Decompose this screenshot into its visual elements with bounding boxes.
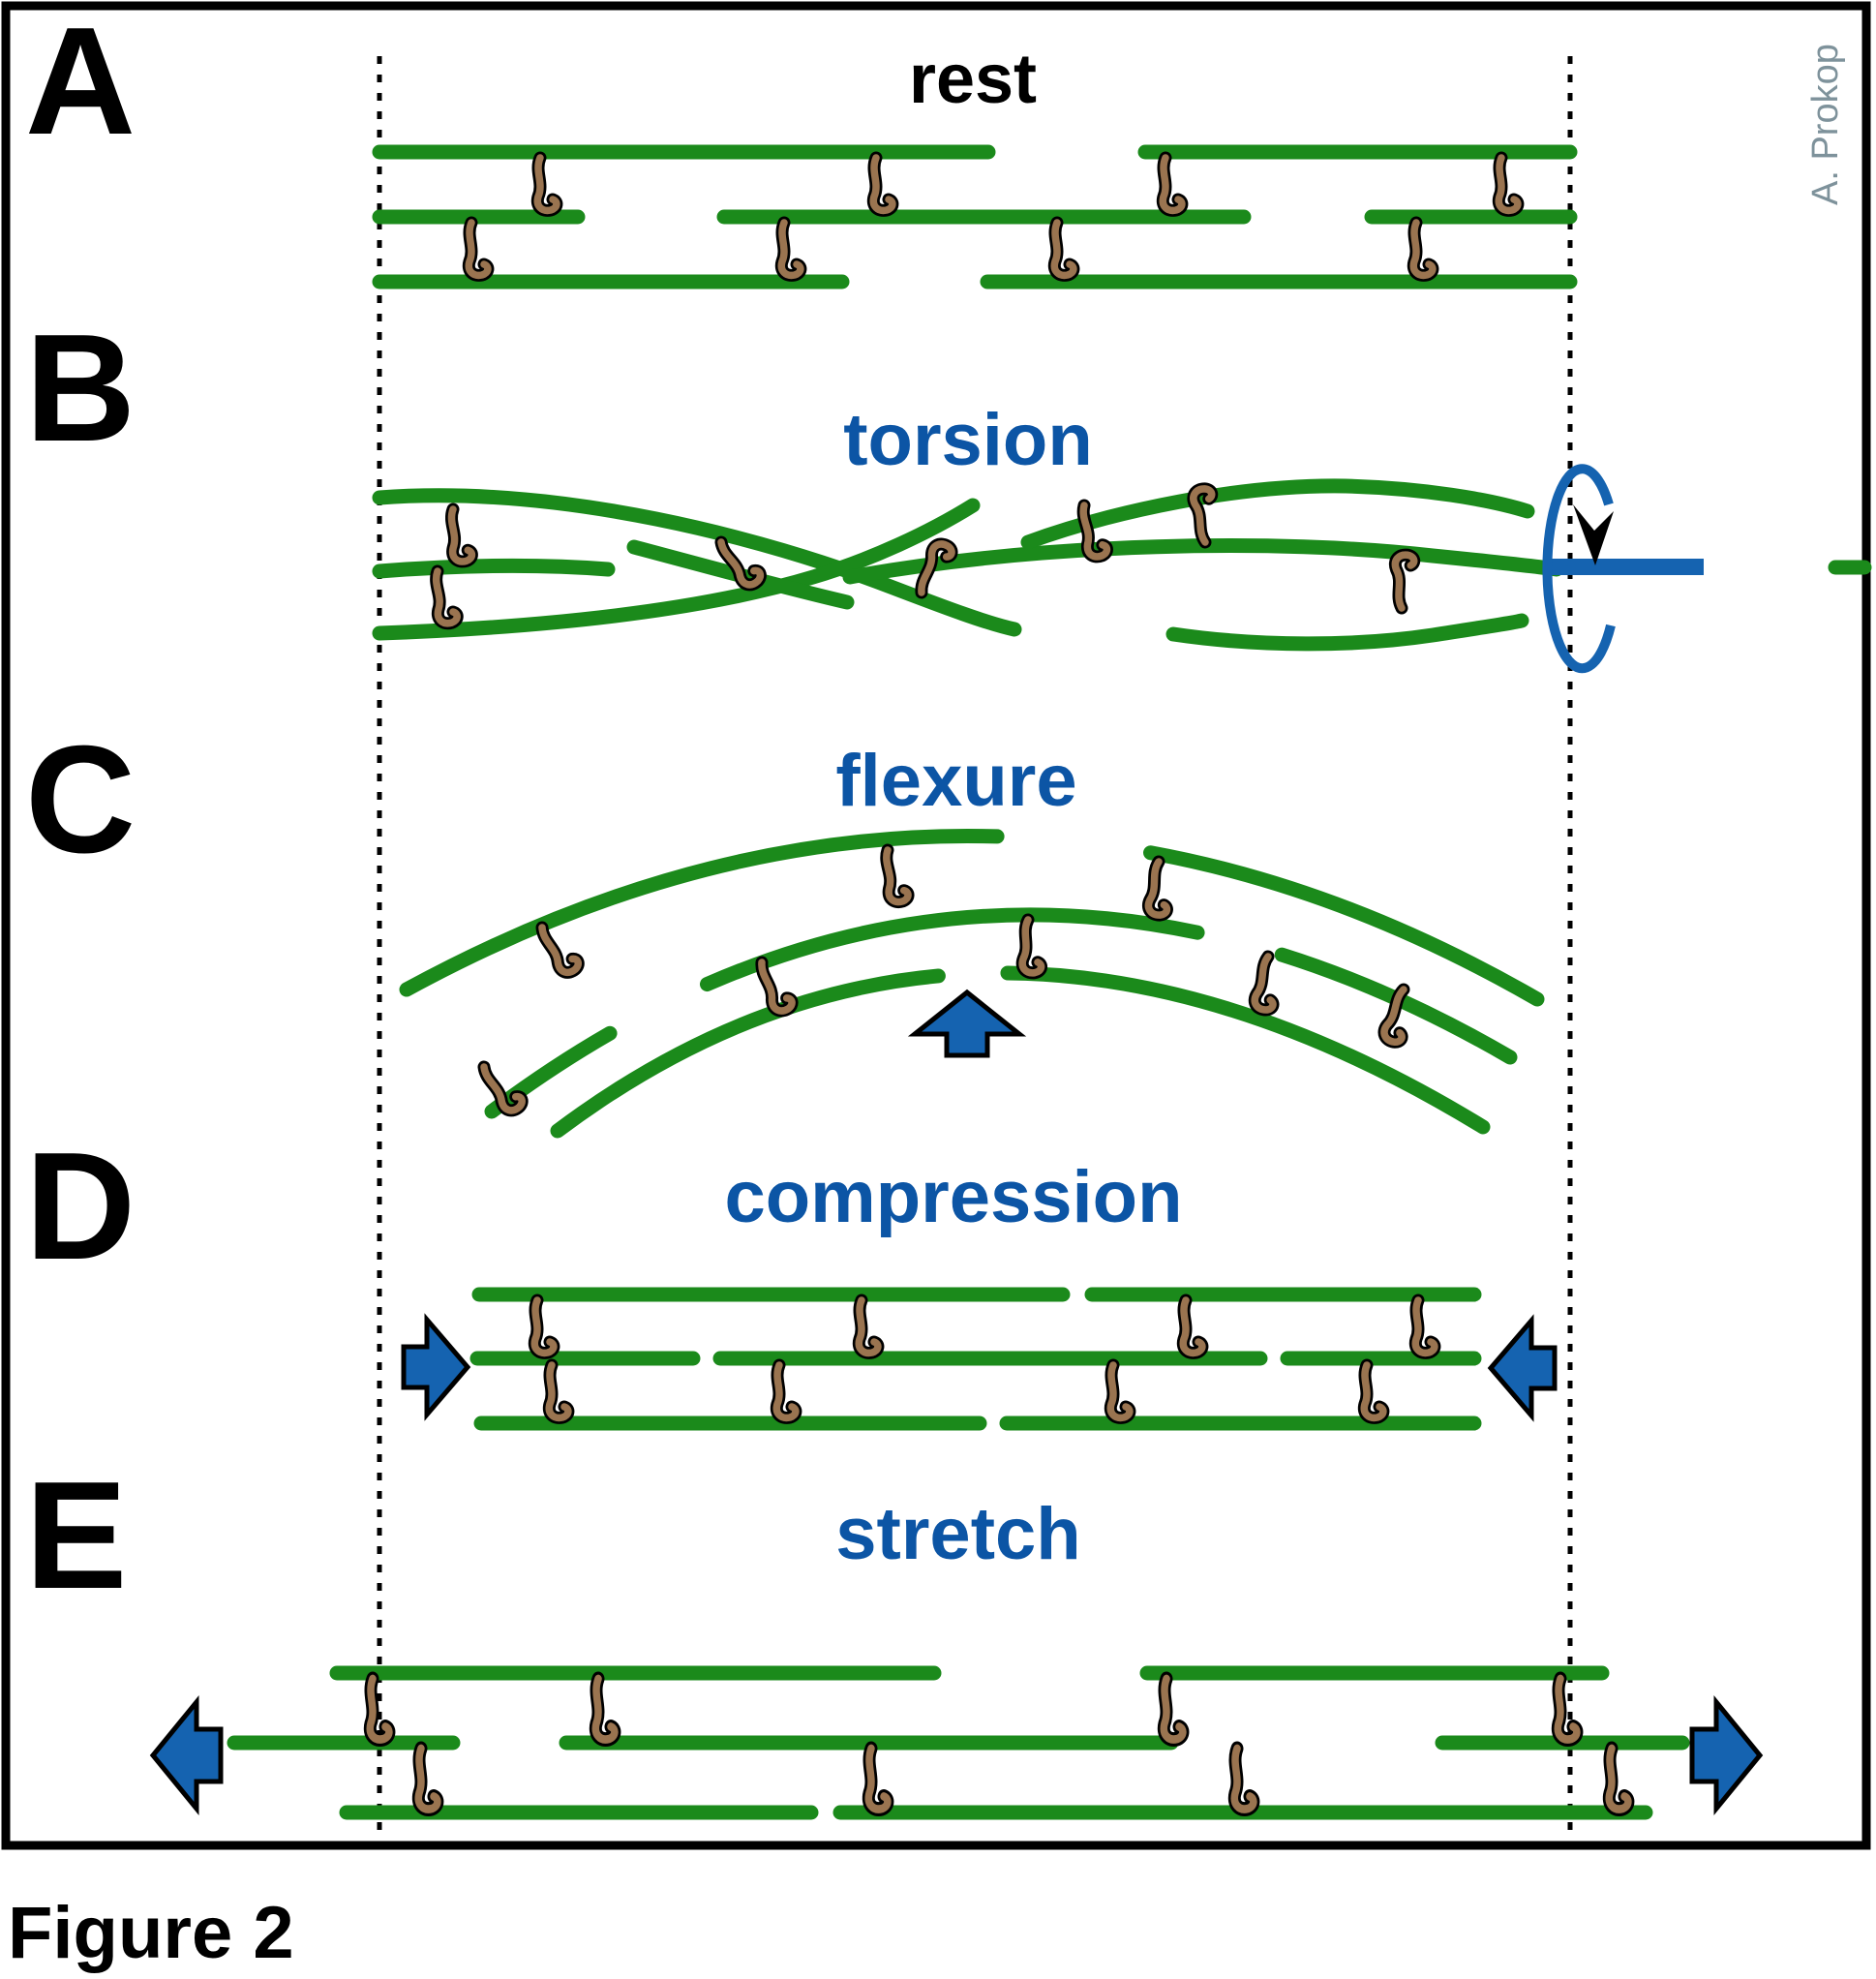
crosslinker-icon	[873, 158, 893, 210]
filament	[372, 498, 981, 641]
filament-bundle-rest	[372, 144, 1578, 289]
crosslinker-icon	[595, 1679, 615, 1740]
panel-e-stretch: E stretch	[25, 1450, 1764, 1820]
crosslinker-icon	[1110, 1365, 1130, 1417]
left-arrow-icon	[1487, 1314, 1558, 1422]
filament-bundle-compression	[469, 1287, 1482, 1431]
crosslinker-icon	[776, 1365, 796, 1417]
filament	[1020, 478, 1535, 550]
figure-caption: Figure 2	[8, 1892, 294, 1974]
crosslinker-icon	[1164, 1679, 1183, 1740]
rotation-circular-arrow-icon	[1542, 464, 1616, 674]
right-arrow-icon	[1689, 1694, 1764, 1816]
panel-letter-b: B	[25, 303, 136, 473]
right-arrow-icon	[401, 1313, 471, 1421]
panel-a-rest: A rest	[25, 0, 1578, 289]
filament-bundle-stretch	[227, 1665, 1690, 1820]
panel-letter-a: A	[25, 0, 136, 167]
crosslinker-icon	[450, 508, 471, 562]
crosslinker-icon	[537, 158, 557, 210]
panel-c-flexure: C flexure	[25, 715, 1545, 1139]
filament	[550, 965, 1491, 1139]
panel-label-rest: rest	[909, 41, 1037, 118]
filament-bundle-flexure	[399, 829, 1545, 1139]
figure-border	[1, 1, 1871, 1850]
crosslinker-icon	[534, 1300, 554, 1353]
crosslinker-icon	[868, 1749, 888, 1810]
rotation-arrowhead-icon	[1573, 504, 1614, 565]
panel-label-flexure: flexure	[835, 740, 1076, 822]
filament	[399, 829, 1545, 1007]
filament	[484, 907, 1518, 1119]
panel-letter-e: E	[25, 1450, 127, 1621]
crosslinker-icon	[1413, 223, 1433, 275]
crosslinker-icon	[1183, 1300, 1202, 1353]
panel-label-torsion: torsion	[843, 399, 1093, 481]
crosslinker-icon	[1192, 487, 1222, 542]
up-arrow-icon	[907, 989, 1027, 1058]
crosslinker-icon	[549, 1365, 568, 1417]
crosslinker-icon	[1147, 862, 1175, 917]
crosslinker-icon	[1253, 956, 1284, 1012]
panel-letter-c: C	[25, 715, 136, 885]
crosslinker-icon	[1234, 1749, 1254, 1810]
crosslinker-icon	[759, 958, 793, 1014]
filament	[842, 538, 1564, 585]
panel-letter-d: D	[25, 1121, 136, 1292]
panel-d-compression: D compression	[25, 1121, 1558, 1431]
crosslinker-icon	[1395, 554, 1418, 608]
panel-label-compression: compression	[724, 1156, 1182, 1238]
crosslinker-icon	[1054, 223, 1074, 275]
torsion-axis-bar	[1547, 559, 1704, 575]
crosslinker-icon	[859, 1300, 878, 1353]
crosslinker-icon	[1163, 158, 1182, 210]
crosslinker-icon	[469, 223, 488, 275]
crosslinker-icon	[540, 920, 581, 975]
panel-label-stretch: stretch	[835, 1493, 1080, 1575]
filament	[372, 558, 616, 579]
filament	[1165, 613, 1529, 652]
crosslinker-icon	[1558, 1679, 1577, 1740]
filament	[372, 488, 1022, 637]
crosslinker-icon	[1022, 920, 1044, 974]
torsion-rotation-symbol	[1542, 464, 1704, 674]
crosslinker-icon	[435, 570, 457, 624]
crosslinker-icon	[418, 1749, 438, 1810]
attribution-text: A. Prokop	[1805, 44, 1846, 205]
crosslinker-icon	[1498, 158, 1518, 210]
crosslinker-icon	[1364, 1365, 1383, 1417]
crosslinker-icon	[1609, 1749, 1628, 1810]
crosslinker-icon	[1415, 1300, 1435, 1353]
left-arrow-icon	[149, 1694, 224, 1816]
crosslinker-icon	[885, 849, 908, 903]
panel-b-torsion: B torsion	[25, 303, 1872, 674]
crosslinker-icon	[781, 223, 801, 275]
